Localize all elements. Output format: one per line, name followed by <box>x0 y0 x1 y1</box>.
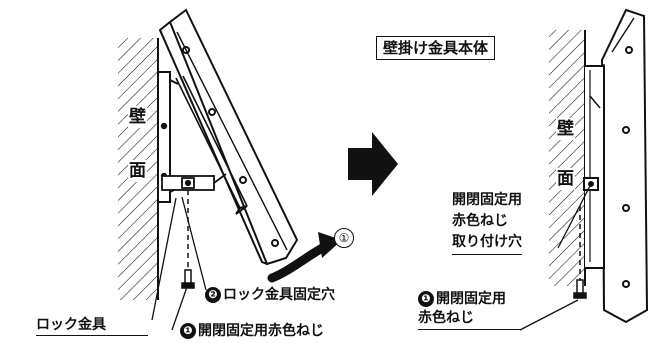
screw-hole-line2: 赤色ねじ <box>452 213 508 229</box>
step-marker-1: ① <box>334 228 354 248</box>
left-wall-label-1: 壁 <box>128 106 147 128</box>
screw-hole-line3: 取り付け穴 <box>452 232 522 255</box>
lock-bracket-label: ロック金具 <box>36 316 148 336</box>
left-leaders <box>151 196 207 331</box>
bracket-body-title: 壁掛け金具本体 <box>376 36 496 60</box>
right-screw-line1: 開閉固定用 <box>436 291 506 307</box>
fix-hole-text: ロック金具固定穴 <box>223 287 335 303</box>
left-wall-label-2: 面 <box>128 160 147 182</box>
left-lock-bracket <box>161 173 227 191</box>
right-screw-line2: 赤色ねじ <box>418 309 522 330</box>
right-screw <box>573 206 587 299</box>
screw-hole-line1: 開閉固定用 <box>452 192 522 208</box>
right-screw-number-badge: ❶ <box>418 291 434 307</box>
step-number: ① <box>334 228 354 248</box>
screw-number-badge: ❶ <box>180 323 196 339</box>
fix-hole-number-badge: ❷ <box>205 287 221 303</box>
right-wall <box>549 30 586 286</box>
screw-hole-label: 開閉固定用 赤色ねじ 取り付け穴 <box>452 190 522 255</box>
right-tv-panel <box>583 8 649 324</box>
right-wall-label-2: 面 <box>556 168 575 190</box>
right-leaders <box>519 185 591 331</box>
next-step-arrow <box>348 132 398 196</box>
screw-text: 開閉固定用赤色ねじ <box>198 323 324 339</box>
right-wall-label-1: 壁 <box>556 118 575 140</box>
left-tv-panel <box>158 8 299 266</box>
